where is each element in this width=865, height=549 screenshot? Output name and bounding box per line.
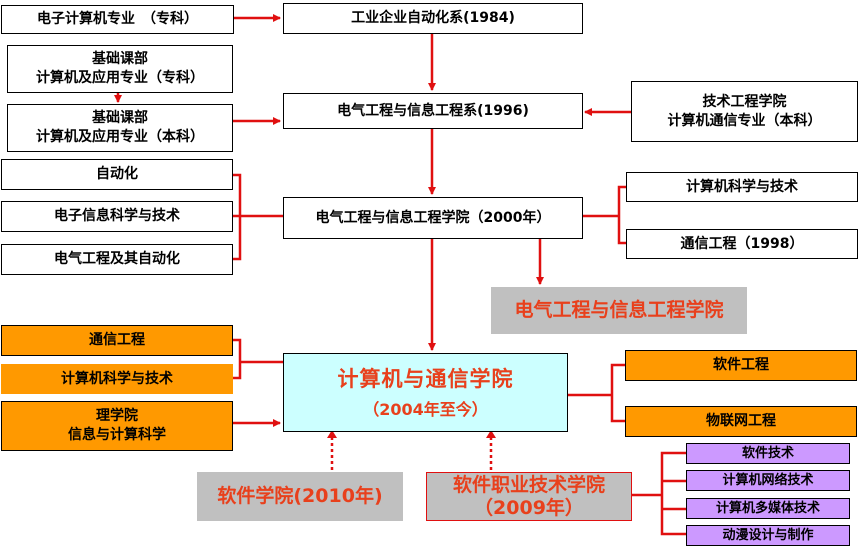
purple-label-2: 计算机多媒体技术 bbox=[715, 500, 820, 516]
software-college-box: 软件学院(2010年) bbox=[197, 472, 403, 521]
cs-app-label-2: 计算机及应用专业（本科） bbox=[36, 129, 204, 145]
foundation-label-1: 基础课部 bbox=[92, 51, 148, 68]
ee-specialty-label: 电子计算机专业 （专科） bbox=[37, 11, 198, 28]
ee-college-label: 电气工程与信息工程学院（2000年） bbox=[315, 209, 551, 226]
automation-label: 自动化 bbox=[96, 166, 138, 183]
electronic-info-label: 电子信息科学与技术 bbox=[54, 208, 180, 225]
foundation-box-1: 基础课部 计算机及应用专业（专科） bbox=[7, 45, 233, 93]
voc-college-box: 软件职业技术学院 （2009年） bbox=[426, 472, 632, 521]
electrical-auto-label: 电气工程及其自动化 bbox=[54, 251, 180, 268]
science-label-2: 信息与计算科学 bbox=[68, 427, 166, 443]
main-college-subtitle: （2004年至今） bbox=[363, 399, 488, 419]
cs-tech-box: 计算机科学与技术 bbox=[626, 172, 858, 202]
main-college-title: 计算机与通信学院 bbox=[337, 366, 514, 391]
comm-eng-label: 通信工程（1998） bbox=[680, 235, 804, 252]
software-college-label: 软件学院(2010年) bbox=[217, 484, 383, 507]
software-eng-box: 软件工程 bbox=[625, 350, 857, 381]
foundation-label-2: 基础课部 bbox=[92, 110, 148, 127]
science-label-1: 理学院 bbox=[96, 408, 138, 425]
cs-label: 计算机科学与技术 bbox=[61, 370, 173, 387]
voc-college-label-1: 软件职业技术学院 bbox=[452, 473, 605, 496]
purple-label-3: 动漫设计与制作 bbox=[722, 527, 814, 543]
purple-label-0: 软件技术 bbox=[741, 445, 794, 461]
main-college-box: 计算机与通信学院 （2004年至今） bbox=[283, 353, 568, 432]
purple-item-software-tech: 软件技术 bbox=[686, 443, 850, 464]
foundation-box-2: 基础课部 计算机及应用专业（本科） bbox=[7, 104, 233, 152]
electronic-info-box: 电子信息科学与技术 bbox=[1, 201, 233, 232]
electrical-auto-box: 电气工程及其自动化 bbox=[1, 244, 233, 275]
comm-label: 通信工程 bbox=[89, 332, 145, 349]
ee-dept-box: 电气工程与信息工程系(1996) bbox=[283, 93, 583, 129]
automation-box: 自动化 bbox=[1, 159, 233, 190]
cs-box: 计算机科学与技术 bbox=[1, 364, 233, 394]
voc-college-label-2: （2009年） bbox=[474, 496, 584, 519]
purple-item-animation: 动漫设计与制作 bbox=[686, 525, 850, 546]
ee-college-gray-box: 电气工程与信息工程学院 bbox=[491, 287, 747, 334]
industrial-auto-box: 工业企业自动化系(1984) bbox=[283, 3, 583, 34]
ee-specialty-box: 电子计算机专业 （专科） bbox=[1, 5, 234, 34]
comm-box: 通信工程 bbox=[1, 325, 233, 356]
science-box: 理学院 信息与计算科学 bbox=[1, 401, 233, 451]
industrial-auto-label: 工业企业自动化系(1984) bbox=[351, 10, 515, 27]
comm-eng-box: 通信工程（1998） bbox=[626, 229, 858, 259]
iot-box: 物联网工程 bbox=[625, 406, 857, 437]
purple-item-network: 计算机网络技术 bbox=[686, 470, 850, 491]
ee-college-gray-label: 电气工程与信息工程学院 bbox=[514, 298, 724, 321]
software-eng-label: 软件工程 bbox=[713, 357, 769, 374]
ee-college-box: 电气工程与信息工程学院（2000年） bbox=[283, 197, 583, 239]
purple-item-multimedia: 计算机多媒体技术 bbox=[686, 498, 850, 519]
iot-label: 物联网工程 bbox=[706, 413, 776, 430]
ee-dept-label: 电气工程与信息工程系(1996) bbox=[337, 102, 529, 119]
tech-eng-label-2: 计算机通信专业（本科） bbox=[667, 112, 822, 129]
tech-eng-box: 技术工程学院 计算机通信专业（本科） bbox=[631, 81, 858, 142]
tech-eng-label-1: 技术工程学院 bbox=[702, 93, 787, 110]
cs-tech-label: 计算机科学与技术 bbox=[686, 178, 798, 195]
cs-app-label-1: 计算机及应用专业（专科） bbox=[36, 70, 204, 86]
purple-label-1: 计算机网络技术 bbox=[722, 472, 814, 488]
